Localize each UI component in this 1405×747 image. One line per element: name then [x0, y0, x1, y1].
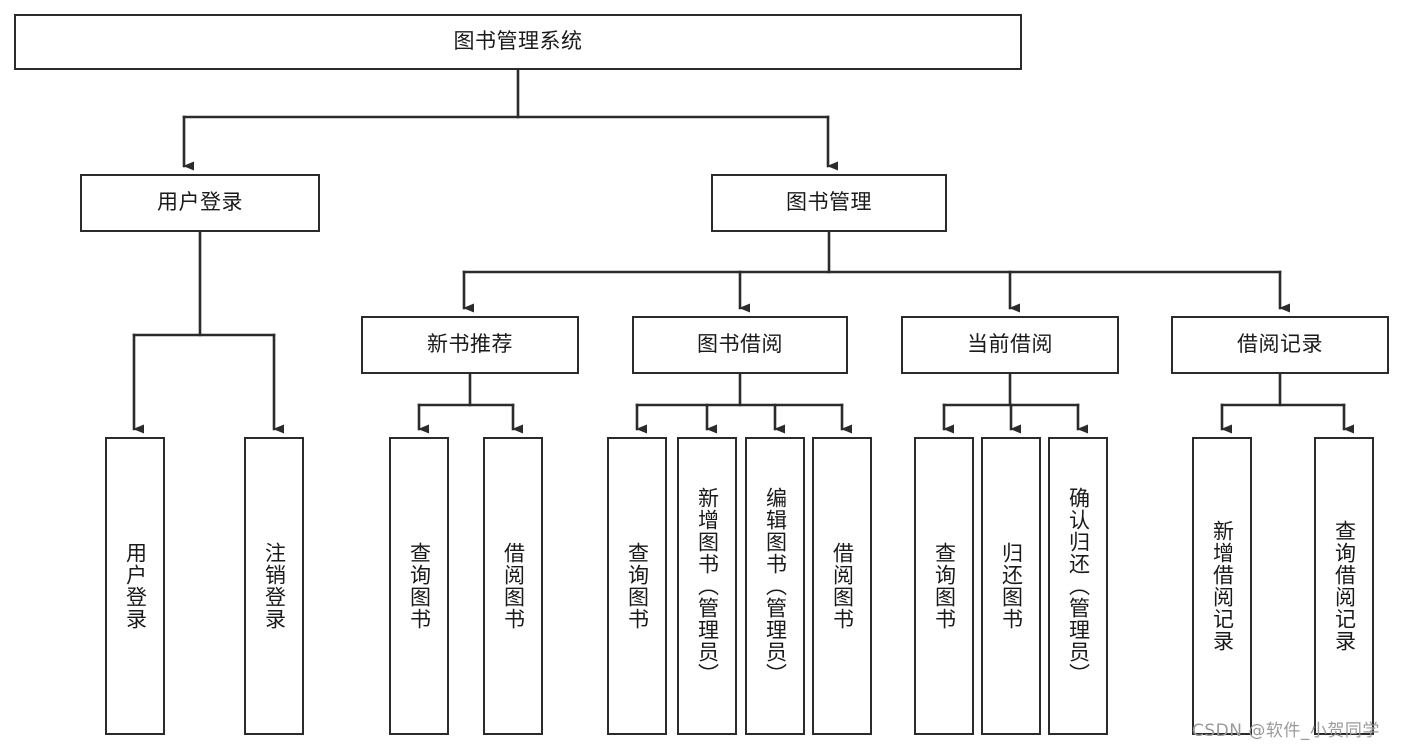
node-book-borrow[interactable]: 图书借阅 — [632, 316, 848, 374]
node-root-label: 图书管理系统 — [453, 29, 583, 54]
node-leaf-confirm-return-admin-label: 确认归还（管理员） — [1066, 487, 1091, 685]
node-book-manage-label: 图书管理 — [786, 190, 872, 215]
node-root[interactable]: 图书管理系统 — [14, 14, 1022, 70]
node-leaf-query-book-2-label: 查询图书 — [625, 542, 650, 630]
node-current-borrow-label: 当前借阅 — [967, 332, 1053, 357]
node-leaf-query-borrow-record[interactable]: 查询借阅记录 — [1314, 437, 1374, 735]
node-leaf-logout-login-label: 注销登录 — [262, 542, 287, 630]
node-user-login-label: 用户登录 — [157, 190, 243, 215]
node-borrow-record[interactable]: 借阅记录 — [1171, 316, 1389, 374]
node-leaf-query-book-1[interactable]: 查询图书 — [389, 437, 449, 735]
node-current-borrow[interactable]: 当前借阅 — [901, 316, 1119, 374]
node-leaf-return-book-label: 归还图书 — [999, 542, 1024, 630]
node-leaf-query-book-3-label: 查询图书 — [932, 542, 957, 630]
node-leaf-user-login-label: 用户登录 — [123, 542, 148, 630]
node-leaf-add-borrow-record[interactable]: 新增借阅记录 — [1192, 437, 1252, 735]
node-user-login[interactable]: 用户登录 — [80, 174, 320, 232]
node-leaf-add-book-admin[interactable]: 新增图书（管理员） — [677, 437, 737, 735]
node-new-book-recommend[interactable]: 新书推荐 — [361, 316, 579, 374]
node-leaf-borrow-book-2-label: 借阅图书 — [830, 542, 855, 630]
node-leaf-user-login[interactable]: 用户登录 — [105, 437, 165, 735]
node-leaf-edit-book-admin[interactable]: 编辑图书（管理员） — [745, 437, 805, 735]
node-leaf-edit-book-admin-label: 编辑图书（管理员） — [763, 487, 788, 685]
node-borrow-record-label: 借阅记录 — [1237, 332, 1323, 357]
node-leaf-borrow-book-1-label: 借阅图书 — [501, 542, 526, 630]
node-leaf-return-book[interactable]: 归还图书 — [981, 437, 1041, 735]
node-leaf-add-book-admin-label: 新增图书（管理员） — [695, 487, 720, 685]
node-book-borrow-label: 图书借阅 — [697, 332, 783, 357]
node-leaf-confirm-return-admin[interactable]: 确认归还（管理员） — [1048, 437, 1108, 735]
node-leaf-query-book-3[interactable]: 查询图书 — [914, 437, 974, 735]
node-book-manage[interactable]: 图书管理 — [711, 174, 947, 232]
node-leaf-borrow-book-2[interactable]: 借阅图书 — [812, 437, 872, 735]
node-leaf-query-borrow-record-label: 查询借阅记录 — [1332, 520, 1357, 652]
node-leaf-borrow-book-1[interactable]: 借阅图书 — [483, 437, 543, 735]
node-new-book-recommend-label: 新书推荐 — [427, 332, 513, 357]
node-leaf-query-book-1-label: 查询图书 — [407, 542, 432, 630]
node-leaf-query-book-2[interactable]: 查询图书 — [607, 437, 667, 735]
node-leaf-logout-login[interactable]: 注销登录 — [244, 437, 304, 735]
node-leaf-add-borrow-record-label: 新增借阅记录 — [1210, 520, 1235, 652]
